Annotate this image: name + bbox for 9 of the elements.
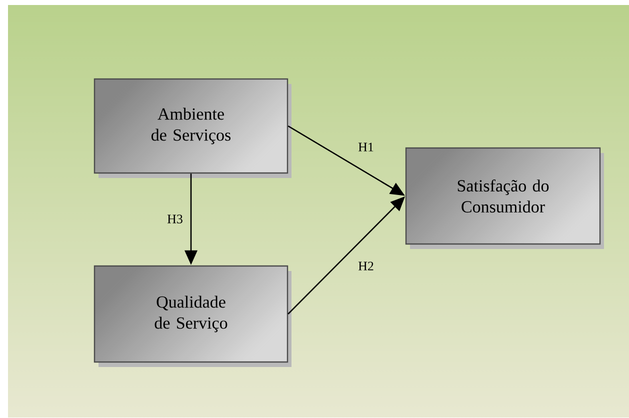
edge-label: H2 [358,262,374,270]
arrow [288,125,405,196]
process-box: Ambiente de Serviços [94,78,292,178]
edge-label: H1 [358,142,374,152]
arrow [184,174,198,265]
edge-label: H3 [167,214,182,224]
process-box: Satisfação do Consumidor [405,147,604,249]
process-box: Qualidade de Serviço [94,265,292,367]
arrow [288,196,406,314]
